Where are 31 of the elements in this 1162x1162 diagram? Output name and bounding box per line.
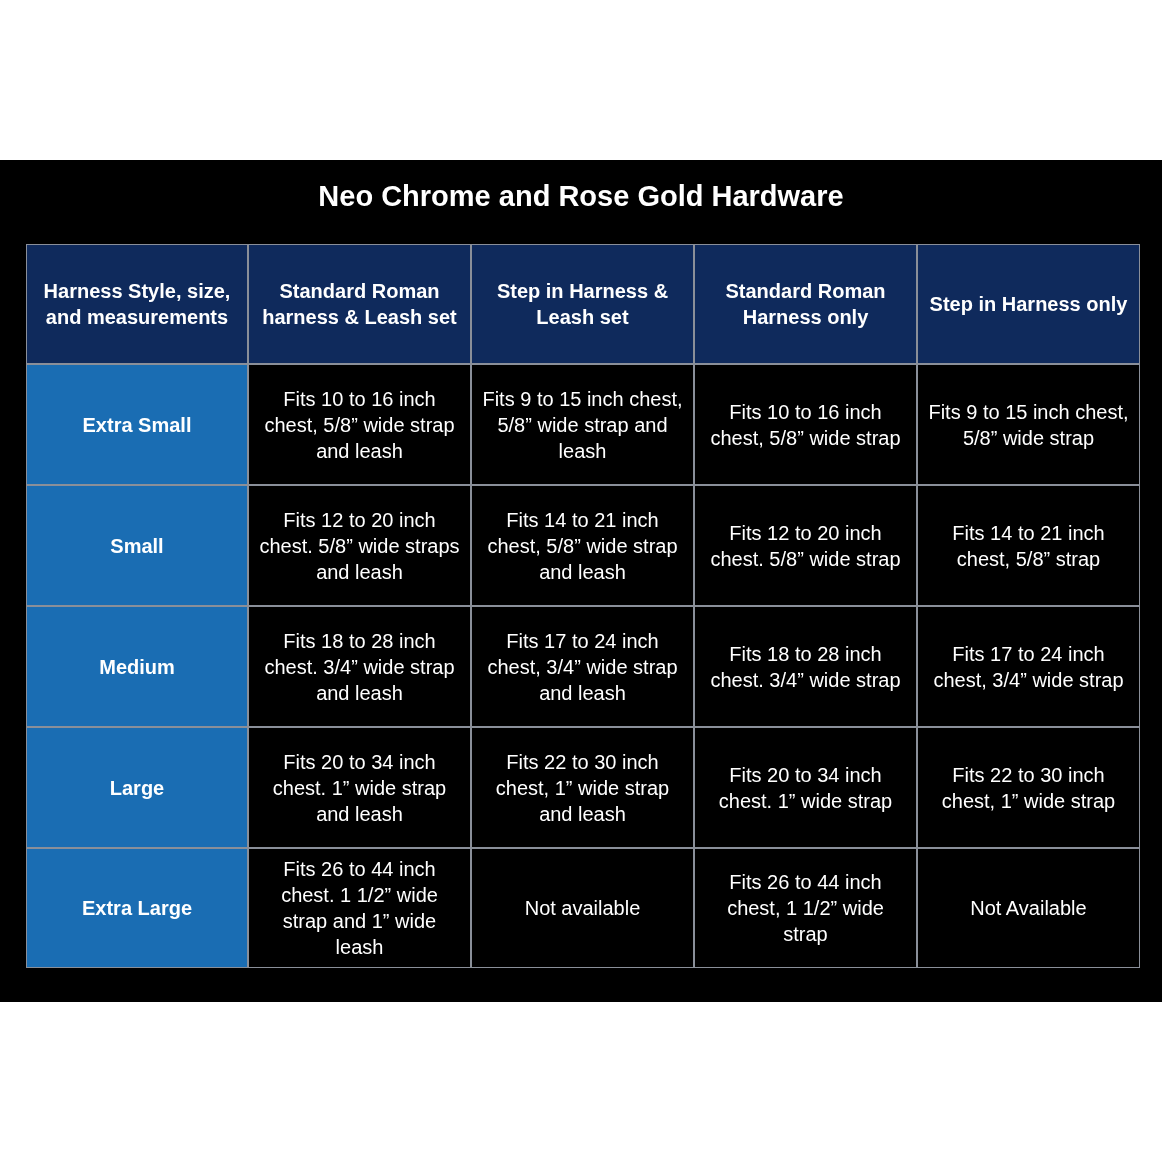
table-cell: Fits 9 to 15 inch chest, 5/8” wide strap <box>917 364 1140 485</box>
table-cell: Fits 9 to 15 inch chest, 5/8” wide strap and leash <box>471 364 694 485</box>
table-cell: Fits 14 to 21 inch chest, 5/8” strap <box>917 485 1140 606</box>
table-cell: Not Available <box>917 848 1140 968</box>
table-cell: Fits 10 to 16 inch chest, 5/8” wide strap <box>694 364 917 485</box>
table-cell: Fits 12 to 20 inch chest. 5/8” wide straps and leash <box>248 485 471 606</box>
table-cell: Fits 22 to 30 inch chest, 1” wide strap <box>917 727 1140 848</box>
table-cell: Fits 17 to 24 inch chest, 3/4” wide strap <box>917 606 1140 727</box>
table-cell: Fits 18 to 28 inch chest. 3/4” wide strap <box>694 606 917 727</box>
column-header: Harness Style, size, and measurements <box>26 244 248 364</box>
column-header: Standard Roman Harness only <box>694 244 917 364</box>
row-header: Large <box>26 727 248 848</box>
table-cell: Fits 20 to 34 inch chest. 1” wide strap and leash <box>248 727 471 848</box>
row-header: Extra Small <box>26 364 248 485</box>
table-cell: Fits 22 to 30 inch chest, 1” wide strap and leash <box>471 727 694 848</box>
table-cell: Fits 26 to 44 inch chest, 1 1/2” wide strap <box>694 848 917 968</box>
table-cell: Fits 10 to 16 inch chest, 5/8” wide strap and leash <box>248 364 471 485</box>
table-cell: Not available <box>471 848 694 968</box>
table-cell: Fits 14 to 21 inch chest, 5/8” wide strap and leash <box>471 485 694 606</box>
table-cell: Fits 26 to 44 inch chest. 1 1/2” wide strap and 1” wide leash <box>248 848 471 968</box>
column-header: Step in Harness only <box>917 244 1140 364</box>
row-header: Small <box>26 485 248 606</box>
row-header: Medium <box>26 606 248 727</box>
table-cell: Fits 12 to 20 inch chest. 5/8” wide strap <box>694 485 917 606</box>
table-cell: Fits 20 to 34 inch chest. 1” wide strap <box>694 727 917 848</box>
column-header: Step in Harness & Leash set <box>471 244 694 364</box>
table-title: Neo Chrome and Rose Gold Hardware <box>317 179 845 214</box>
column-header: Standard Roman harness & Leash set <box>248 244 471 364</box>
table-cell: Fits 18 to 28 inch chest. 3/4” wide strap and leash <box>248 606 471 727</box>
row-header: Extra Large <box>26 848 248 968</box>
table-cell: Fits 17 to 24 inch chest, 3/4” wide strap and leash <box>471 606 694 727</box>
